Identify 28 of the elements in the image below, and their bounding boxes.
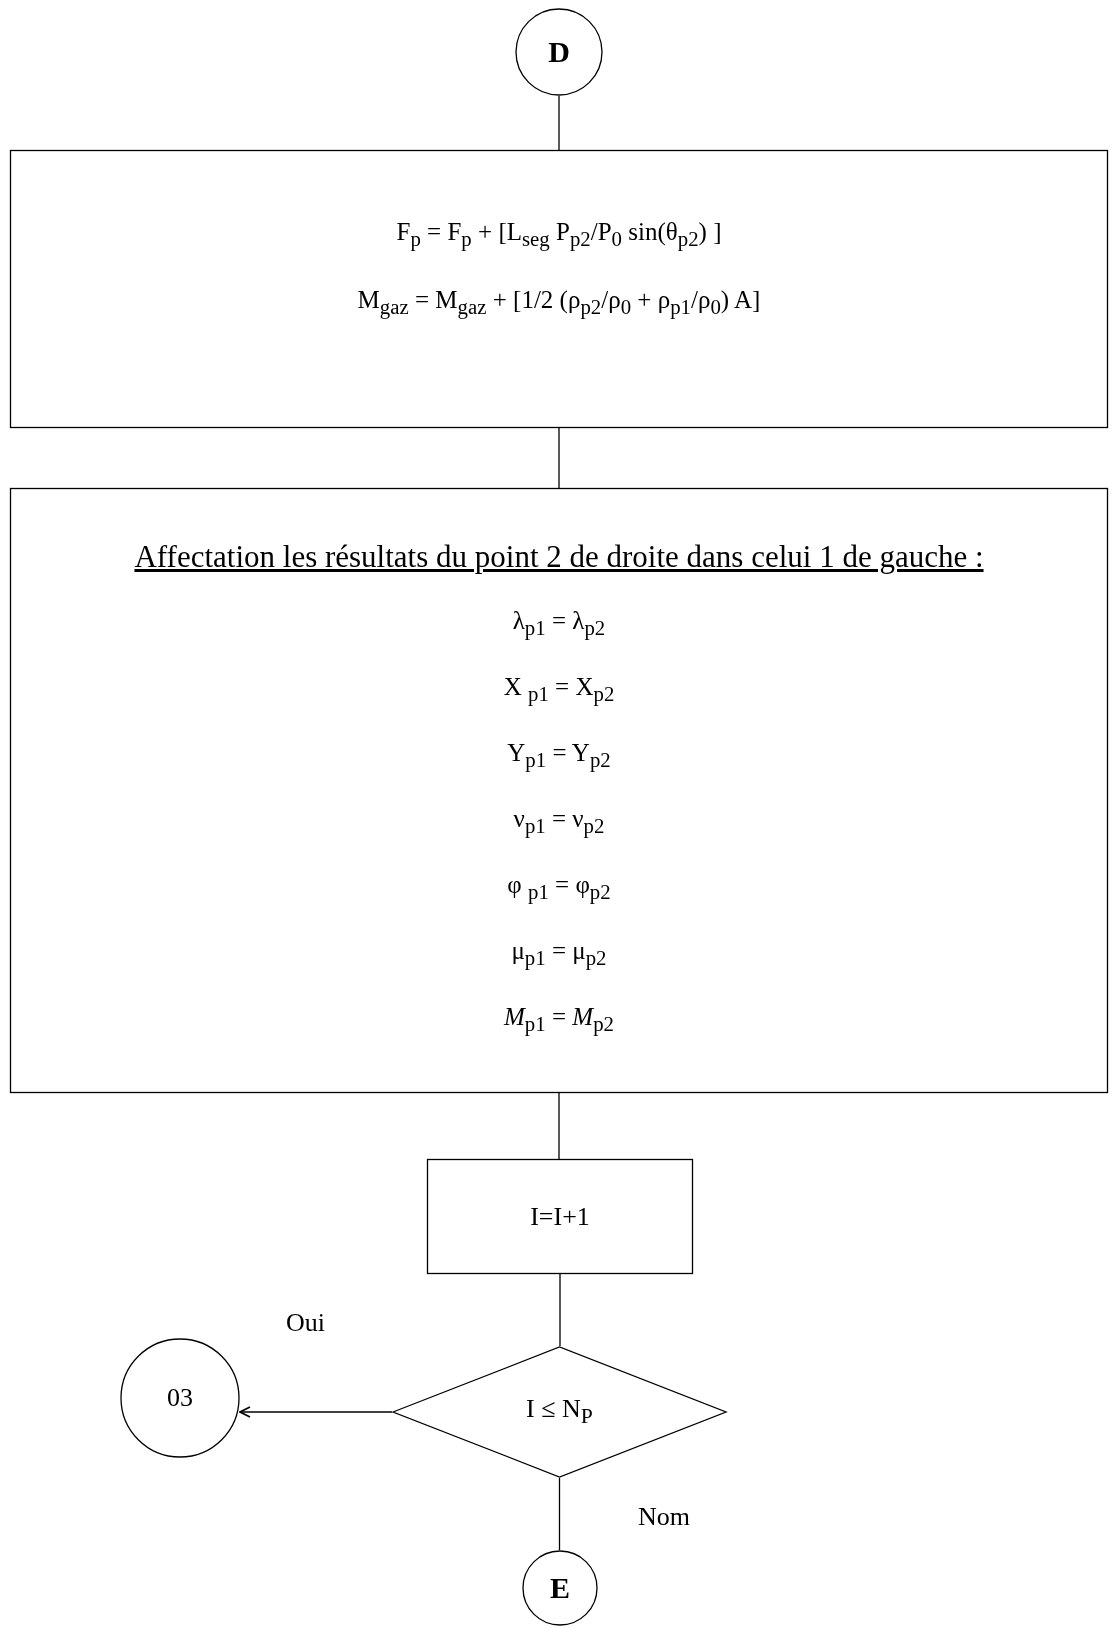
- arrow: [239, 1406, 393, 1418]
- connector-line: [558, 1477, 561, 1551]
- connector-circle: [515, 8, 603, 96]
- formula: Y$_{p1}$ = Y$_{p2}$: [507, 738, 611, 773]
- decision-diamond: [392, 1346, 727, 1478]
- formula: φ $_{p1}$ = φ$_{p2}$: [507, 870, 611, 905]
- connector-circle: [522, 1550, 598, 1626]
- connector-line: [558, 427, 560, 489]
- formula: λ$_{p1}$ = λ$_{p2}$: [512, 606, 606, 641]
- formula: X $_{p1}$ = X$_{p2}$: [503, 672, 615, 707]
- connector-line: [558, 95, 560, 151]
- formula: F$_{p}$ = F$_{p}$ + [L$_{seg}$ P$_{p2}$/P$_{0}$ sin(θ$_{p2}$) ]: [396, 218, 722, 252]
- formula: ν$_{p1}$ = ν$_{p2}$: [513, 804, 605, 839]
- formula: μ$_{p1}$ = μ$_{p2}$: [511, 936, 607, 971]
- heading: Affectation les résultats du point 2 de droite dans celui 1 de gauche :: [134, 538, 984, 575]
- process-box: [10, 488, 1108, 1093]
- formula: I ≤ N$_{P}$: [526, 1394, 593, 1430]
- node-label: 03: [167, 1383, 193, 1413]
- connector-line: [558, 1092, 560, 1160]
- node-label: D: [548, 35, 570, 69]
- formula: M$_{gaz}$ = M$_{gaz}$ + [1/2 (ρ$_{p2}$/ρ$_{0}$ + ρ$_{p1}$/ρ$_{0}$) A]: [357, 286, 761, 320]
- process-box: [427, 1159, 693, 1274]
- node-label: E: [550, 1571, 570, 1605]
- formula: M$_{p1}$ = M$_{p2}$: [504, 1002, 614, 1037]
- connector-circle: [120, 1338, 240, 1458]
- connector-line: [559, 1273, 561, 1347]
- formula: I=I+1: [530, 1201, 590, 1232]
- process-box: [10, 150, 1108, 428]
